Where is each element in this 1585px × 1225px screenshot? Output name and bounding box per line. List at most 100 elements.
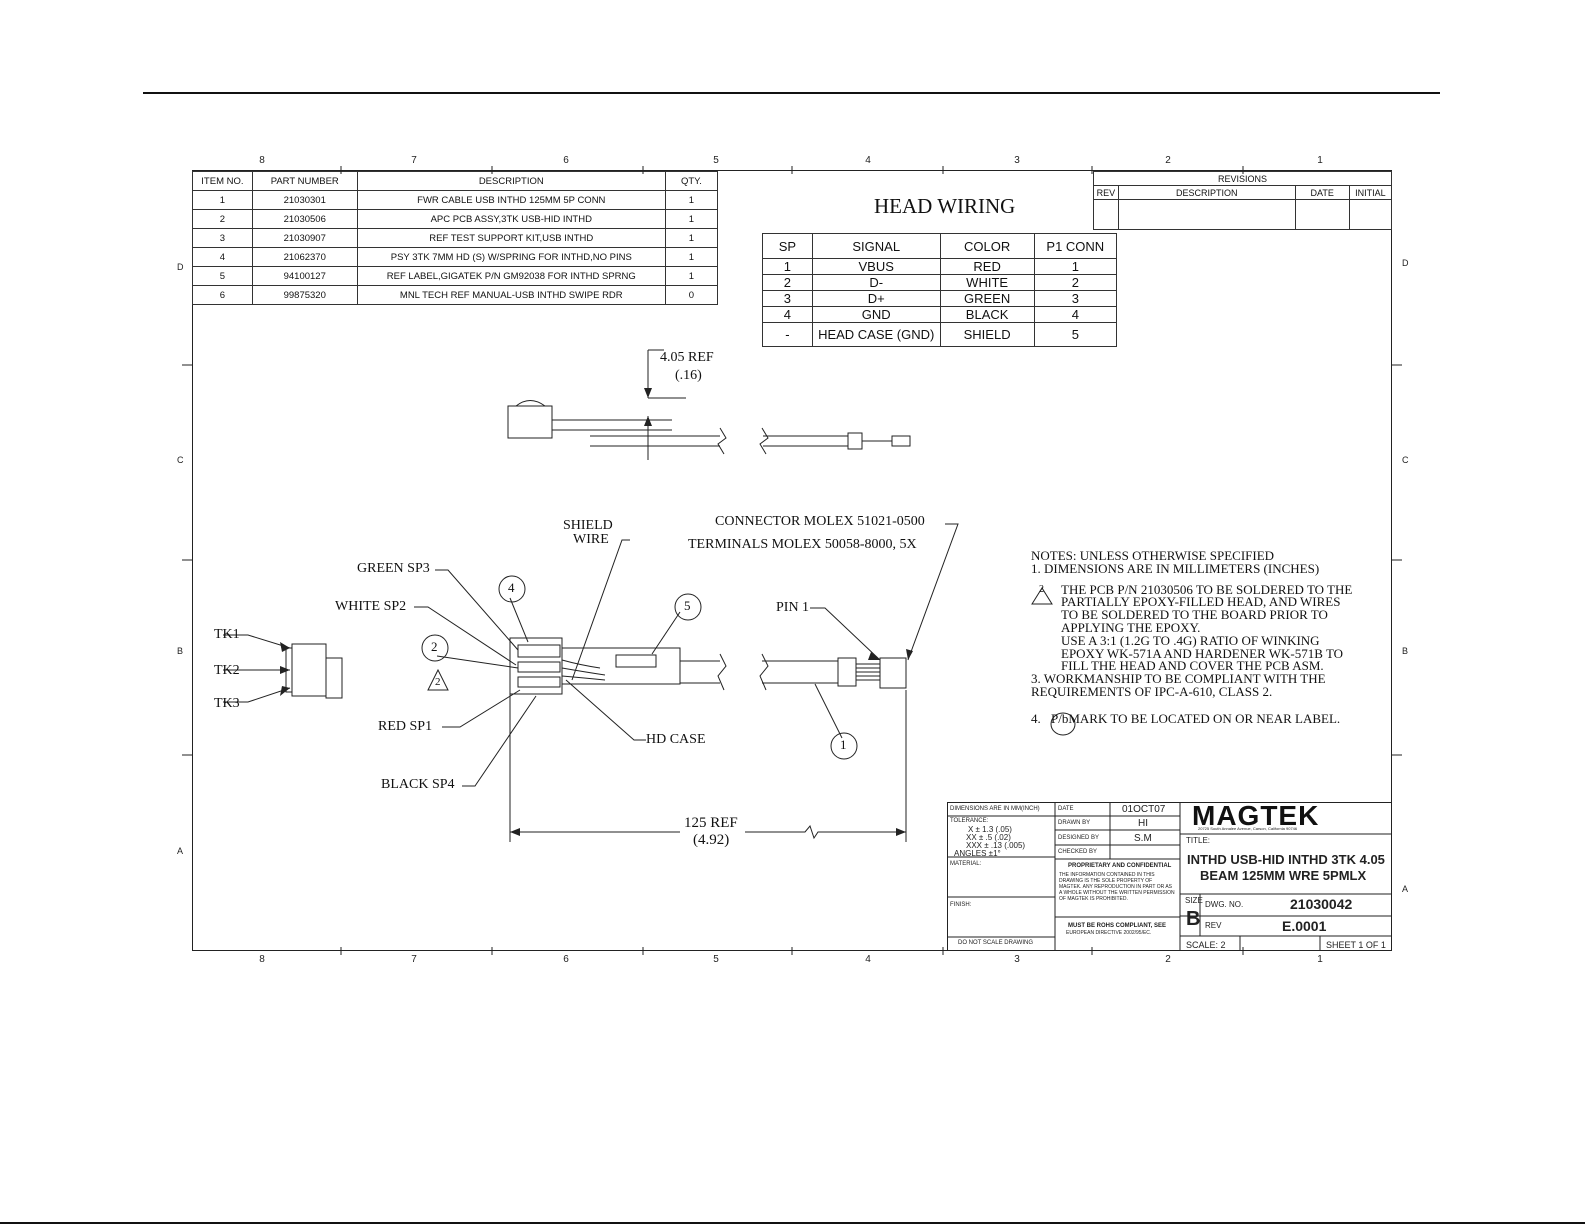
drawn-by-label: DRAWN BY xyxy=(1058,820,1091,826)
note-2-line: PARTIALLY EPOXY-FILLED HEAD, AND WIRES xyxy=(1061,594,1341,610)
leader-white xyxy=(414,606,517,666)
note-1: 1. DIMENSIONS ARE IN MILLIMETERS (INCHES… xyxy=(1031,560,1320,576)
break-mark xyxy=(759,427,769,455)
tolerance-xx: XX ± .5 (.02) xyxy=(966,833,1011,842)
connector-side xyxy=(891,435,911,447)
zone-col-top: 1 xyxy=(1317,155,1323,166)
balloon-1-text: 1 xyxy=(840,737,847,752)
drawing-title-line-1: INTHD USB-HID INTHD 3TK 4.05 xyxy=(1187,852,1385,867)
notes-heading: NOTES: UNLESS OTHERWISE SPECIFIED xyxy=(1031,548,1275,563)
angles-tolerance: ANGLES ±1° xyxy=(954,849,1001,858)
magtek-logo: MAGTEK xyxy=(1192,800,1320,831)
leader-tk3 xyxy=(223,687,291,703)
size-label: SIZE xyxy=(1185,896,1203,905)
note-3-line: REQUIREMENTS OF IPC-A-610, CLASS 2. xyxy=(1031,683,1273,699)
cable-boot xyxy=(847,432,863,450)
ref-height-label: 4.05 REF xyxy=(660,350,714,365)
note-4-text: MARK TO BE LOCATED ON OR NEAR LABEL. xyxy=(1068,710,1341,726)
head-track xyxy=(517,644,561,658)
zone-col-top: 8 xyxy=(259,155,265,166)
leader-shield-wire xyxy=(571,539,630,681)
head-side-curve xyxy=(515,400,546,407)
break-mark xyxy=(717,653,727,691)
proprietary-heading: PROPRIETARY AND CONFIDENTIAL xyxy=(1068,863,1172,869)
zone-col-top: 4 xyxy=(865,155,871,166)
white-sp2-label: WHITE SP2 xyxy=(335,599,407,614)
zone-col-bottom: 4 xyxy=(865,954,871,965)
shield-wire-label: SHIELD xyxy=(563,518,613,533)
tolerance-x: X ± 1.3 (.05) xyxy=(968,825,1012,834)
zone-row-right: A xyxy=(1402,884,1409,894)
zone-row-left: C xyxy=(177,455,184,465)
arrow-tk1 xyxy=(280,642,290,652)
rev-label: REV xyxy=(1205,921,1222,930)
balloon-5-text: 5 xyxy=(684,598,691,613)
rev-value: E.0001 xyxy=(1282,918,1327,934)
green-sp3-label: GREEN SP3 xyxy=(357,561,430,576)
zone-row-left: A xyxy=(177,846,184,856)
note-4: 4. P/bMARK TO BE LOCATED ON OR NEAR LABE… xyxy=(1031,710,1352,726)
note-2-line: USE A 3:1 (1.2G TO .4G) RATIO OF WINKING xyxy=(1061,632,1320,648)
leader-pin1 xyxy=(810,607,881,661)
head-wiring-cell: - xyxy=(762,322,813,347)
zone-row-right: B xyxy=(1402,646,1409,656)
zone-col-bottom: 3 xyxy=(1014,954,1020,965)
magtek-logo-subtitle: 20725 South Annalee Avenue, Carson, Cali… xyxy=(1198,826,1298,831)
head-wiring-title: HEAD WIRING xyxy=(874,194,1016,218)
zone-col-top: 6 xyxy=(563,155,569,166)
head-wiring-cell: 5 xyxy=(1033,322,1118,347)
wire-inner xyxy=(561,667,606,676)
note-2-line: FILL THE HEAD AND COVER THE PCB ASM. xyxy=(1061,658,1324,674)
zone-col-top: 2 xyxy=(1165,155,1171,166)
leader-hd-case xyxy=(565,679,646,741)
head-track xyxy=(517,661,561,673)
tk3-label: TK3 xyxy=(214,696,240,711)
flag-2-text: 2 xyxy=(435,676,441,688)
head-wiring-cell: 3 xyxy=(1033,290,1118,307)
arrow-pin1 xyxy=(868,652,880,660)
revisions-table: REVISIONS REV DESCRIPTION DATE INITIAL xyxy=(1093,171,1393,230)
zone-col-bottom: 5 xyxy=(713,954,719,965)
connector-label: CONNECTOR MOLEX 51021-0500 xyxy=(715,514,925,529)
ref-length-label: 125 REF xyxy=(684,815,738,831)
leader-balloon-1 xyxy=(814,683,843,739)
dims-label: DIMENSIONS ARE IN MM(INCH) xyxy=(950,806,1040,812)
date-value: 01OCT07 xyxy=(1122,804,1166,815)
hd-case-label: HD CASE xyxy=(646,732,706,747)
zone-col-top: 5 xyxy=(713,155,719,166)
dim-arrow xyxy=(510,828,520,836)
red-sp1-label: RED SP1 xyxy=(378,719,433,734)
terminals-label: TERMINALS MOLEX 50058-8000, 5X xyxy=(688,537,917,552)
balloon-1 xyxy=(830,732,858,760)
arrow-tk3 xyxy=(280,686,290,696)
note-4-mark: P/b xyxy=(1051,710,1069,726)
drawing-title-line-2: BEAM 125MM WRE 5PMLX xyxy=(1200,868,1367,883)
designed-by-label: DESIGNED BY xyxy=(1058,835,1100,841)
leader-black xyxy=(462,695,537,787)
pcb-label xyxy=(615,654,657,668)
tk1-label: TK1 xyxy=(214,627,240,642)
zone-row-right: D xyxy=(1402,258,1409,268)
title-block xyxy=(947,802,1392,951)
zone-col-top: 7 xyxy=(411,155,417,166)
ref-length-inch-label: (4.92) xyxy=(693,832,730,848)
head-wiring-cell: GND xyxy=(811,306,941,323)
size-value: B xyxy=(1186,908,1201,930)
note-2-line: TO BE SOLDERED TO THE BOARD PRIOR TO xyxy=(1061,607,1328,623)
black-sp4-label: BLACK SP4 xyxy=(381,777,455,792)
dwg-no-value: 21030042 xyxy=(1290,896,1353,912)
leader-balloon-2 xyxy=(436,655,519,669)
page-top-rule xyxy=(143,92,1440,94)
flag-2-triangle xyxy=(427,668,449,691)
dwg-no-label: DWG. NO. xyxy=(1205,900,1244,909)
leader-tk1 xyxy=(223,634,291,649)
sheet-label: SHEET 1 OF 1 xyxy=(1326,940,1386,950)
molex-connector xyxy=(879,657,907,689)
rohs-line-1: MUST BE ROHS COMPLIANT, SEE xyxy=(1068,923,1167,929)
head-wiring-cell: SHIELD xyxy=(939,322,1035,347)
